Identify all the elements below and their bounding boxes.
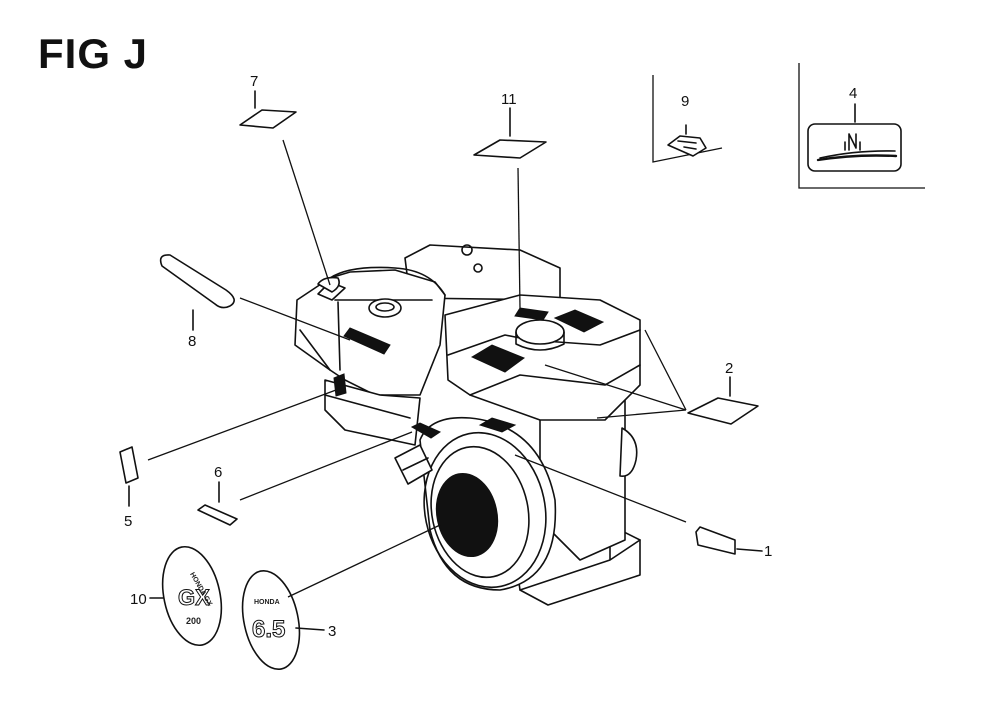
part-2-decal[interactable]: [687, 376, 759, 425]
applied-decals: [333, 307, 605, 439]
gx-emblem-sub: 200: [186, 616, 201, 626]
callout-8[interactable]: 8: [188, 333, 196, 350]
callout-2[interactable]: 2: [725, 360, 733, 377]
callout-5[interactable]: 5: [124, 513, 132, 530]
part-5-decal[interactable]: [119, 446, 139, 507]
part-7-decal[interactable]: [239, 90, 297, 129]
leader-lines: [147, 139, 687, 598]
part-4-control-label[interactable]: [807, 103, 902, 172]
part-11-decal[interactable]: [473, 107, 547, 159]
inset-frame-4: [798, 63, 925, 189]
callout-1[interactable]: 1: [764, 543, 772, 560]
callout-4[interactable]: 4: [849, 85, 857, 102]
part-8-decal[interactable]: [159, 254, 235, 331]
part-6-decal[interactable]: [197, 481, 238, 526]
svg-text:HONDA: HONDA: [254, 599, 280, 606]
callout-11[interactable]: 11: [501, 91, 517, 108]
hp-emblem-text: 6.5: [252, 616, 285, 643]
figure-title: FIG J: [38, 30, 149, 77]
callout-10[interactable]: 10: [130, 591, 147, 608]
part-1-decal[interactable]: [695, 526, 763, 555]
callout-3[interactable]: 3: [328, 623, 336, 640]
part-9-clip[interactable]: [667, 124, 707, 157]
engine-assembly: [294, 244, 641, 606]
gx-emblem-text: GX: [178, 585, 210, 610]
callout-6[interactable]: 6: [214, 464, 222, 481]
callout-7b[interactable]: 7: [250, 73, 258, 90]
callout-9[interactable]: 9: [681, 93, 689, 110]
part-10-gx-emblem[interactable]: HONDA GX GX 200: [149, 541, 230, 650]
part-3-hp-emblem[interactable]: HONDA 6.5: [234, 565, 325, 674]
